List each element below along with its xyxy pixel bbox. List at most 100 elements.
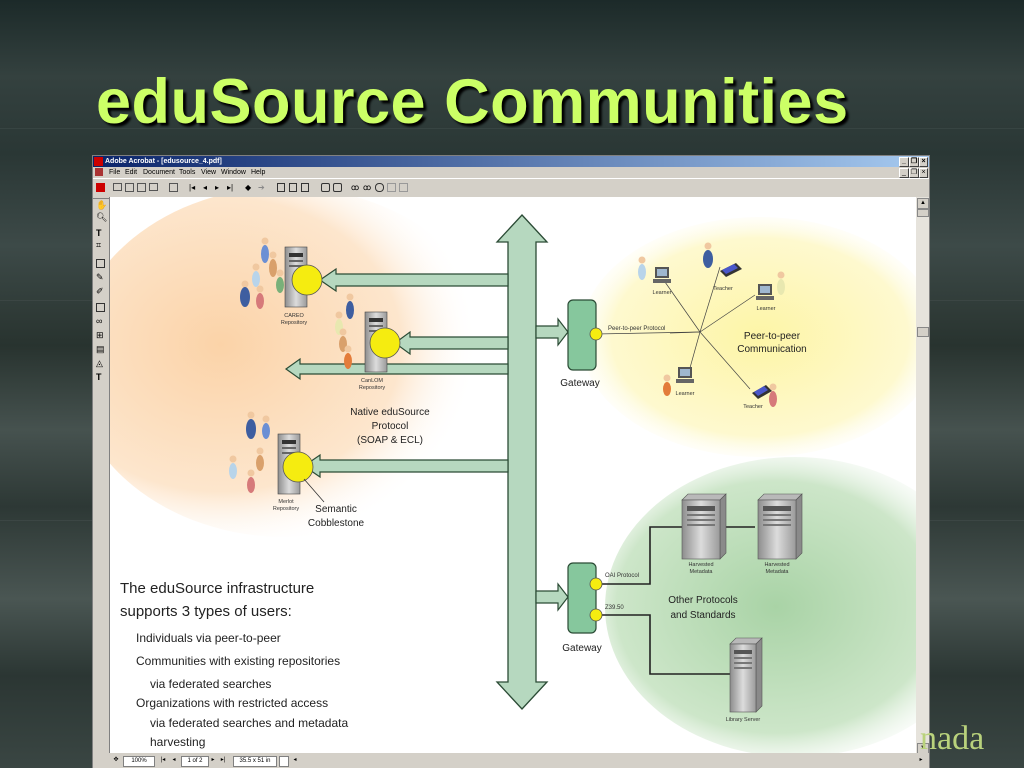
scroll-up-arrow-icon[interactable]: ▲ (917, 198, 929, 209)
peer-protocol-node (589, 327, 603, 341)
infra-item: via federated searches (150, 677, 271, 691)
web-refresh-icon[interactable] (399, 183, 408, 192)
oai-protocol-node (589, 577, 603, 591)
menu-view[interactable]: View (201, 169, 217, 176)
menu-help[interactable]: Help (251, 169, 266, 176)
diagram: Gateway Gateway Peer-to-peer Protocol (110, 197, 916, 753)
acrobat-app-icon (94, 157, 103, 166)
pencil-tool-icon[interactable]: ✎ (96, 272, 104, 282)
fit-page-icon[interactable] (289, 183, 297, 192)
native-protocol-line1: Native eduSource (350, 407, 430, 418)
movie-tool-icon[interactable]: ▤ (96, 344, 105, 354)
rotate-left-icon[interactable] (321, 183, 330, 192)
minimize-icon[interactable]: _ (899, 157, 909, 167)
canlom-label: CanLOM (361, 378, 383, 384)
save-icon[interactable] (137, 183, 146, 192)
harvested-server-2 (757, 493, 803, 560)
last-page-status-icon[interactable]: ▸| (220, 757, 226, 763)
highlight-tool-icon[interactable]: ✐ (96, 286, 104, 296)
close-icon[interactable]: × (919, 157, 928, 167)
doc-minimize-icon[interactable]: _ (899, 168, 909, 178)
print-icon[interactable] (125, 183, 134, 192)
document-icon[interactable] (95, 168, 103, 176)
acrobat-window: Adobe Acrobat - [edusource_4.pdf] _ ❐ × … (93, 156, 929, 768)
zoom-level[interactable]: 100% (123, 756, 155, 767)
arrow-to-peer-gateway (535, 317, 569, 347)
doc-restore-icon[interactable]: ❐ (909, 168, 919, 178)
library-server (729, 637, 763, 713)
peer-communication-line2: Communication (737, 344, 806, 355)
fit-width-icon[interactable] (301, 183, 309, 192)
window-titlebar[interactable]: Adobe Acrobat - [edusource_4.pdf] _ ❐ × (93, 156, 929, 167)
web-capture-icon[interactable] (375, 183, 384, 192)
text-select-icon[interactable]: T (96, 228, 102, 238)
actual-size-icon[interactable] (277, 183, 285, 192)
first-page-status-icon[interactable]: |◂ (160, 757, 166, 763)
weblink-icon[interactable] (387, 183, 396, 192)
scroll-thumb[interactable] (917, 327, 929, 337)
rotate-right-icon[interactable] (333, 183, 342, 192)
first-page-icon[interactable]: |◂ (189, 183, 196, 192)
native-protocol-line2: Protocol (372, 421, 409, 432)
article-tool-icon[interactable]: ⊞ (96, 330, 104, 340)
page-size: 35.5 x 51 in (233, 756, 277, 767)
email-icon[interactable] (149, 183, 158, 191)
peer-computers (653, 263, 774, 399)
arrow-to-other-gateway (535, 582, 569, 612)
navigation-pane-icon[interactable] (169, 183, 178, 192)
peer-node-label: Teacher (713, 286, 733, 292)
harvested-label-1: Harvested (688, 562, 713, 568)
go-back-icon[interactable]: ◆ (245, 183, 252, 192)
page-indicator[interactable]: 1 of 2 (181, 756, 209, 767)
peer-gateway-label: Gateway (560, 378, 599, 389)
careo-label: CAREO (284, 313, 304, 319)
doc-close-icon[interactable]: × (919, 168, 928, 178)
careo-connector-node (291, 264, 323, 296)
harvested-server-1 (681, 493, 727, 560)
menu-edit[interactable]: Edit (125, 169, 138, 176)
scroll-right-arrow-icon[interactable]: ▸ (919, 757, 923, 763)
go-forward-icon[interactable]: ➔ (258, 183, 265, 192)
document-view[interactable]: Gateway Gateway Peer-to-peer Protocol (110, 197, 916, 753)
menu-document[interactable]: Document (143, 169, 175, 176)
last-page-icon[interactable]: ▸| (227, 183, 234, 192)
merlot-sublabel: Repository (273, 506, 300, 512)
form-tool-icon[interactable] (96, 303, 105, 312)
other-protocols-line1: Other Protocols (668, 595, 737, 606)
next-page-status-icon[interactable]: ▸ (211, 757, 215, 763)
next-page-icon[interactable]: ▸ (215, 183, 220, 192)
search-icon[interactable]: ꝏ (363, 183, 372, 192)
acrobat-logo-icon (96, 183, 105, 192)
arrow-to-careo (318, 267, 509, 293)
harvested-label-2: Harvested (764, 562, 789, 568)
page-layout-icon[interactable] (279, 756, 289, 767)
vertical-scrollbar[interactable]: ▲ ▼ (916, 197, 929, 756)
crop-tool-icon[interactable]: ⌗ (96, 240, 102, 250)
peer-node-label: Teacher (743, 404, 763, 410)
menu-window[interactable]: Window (221, 169, 246, 176)
peer-protocol-label: Peer-to-peer Protocol (608, 326, 665, 332)
touchup-text-icon[interactable]: T (96, 372, 102, 382)
zoom-tool-icon[interactable]: 🔍︎ (96, 212, 108, 222)
note-tool-icon[interactable] (96, 259, 105, 268)
peer-node-label: Learner (653, 290, 672, 296)
restore-icon[interactable]: ❐ (909, 157, 919, 167)
prev-page-status-icon[interactable]: ◂ (172, 757, 176, 763)
menu-tools[interactable]: Tools (179, 169, 196, 176)
library-server-label: Library Server (726, 717, 761, 723)
infra-title-line2: supports 3 types of users: (120, 603, 292, 620)
scroll-left-arrow-icon[interactable]: ◂ (293, 757, 297, 763)
open-icon[interactable] (113, 183, 122, 191)
infra-item: via federated searches and metadata (150, 716, 348, 730)
move-icon[interactable]: ✥ (113, 757, 119, 763)
touchup-tool-icon[interactable]: ◬ (96, 358, 103, 368)
link-tool-icon[interactable]: ∞ (96, 316, 103, 326)
menu-file[interactable]: File (109, 169, 121, 176)
canlom-sublabel: Repository (359, 385, 386, 391)
scroll-thumb-top[interactable] (917, 209, 929, 217)
hand-tool-icon[interactable]: ✋ (96, 200, 108, 210)
other-protocols-line2: and Standards (670, 610, 735, 621)
previous-page-icon[interactable]: ◂ (203, 183, 208, 192)
arrow-to-canlom (393, 330, 509, 356)
find-icon[interactable]: ꝏ (351, 183, 360, 192)
